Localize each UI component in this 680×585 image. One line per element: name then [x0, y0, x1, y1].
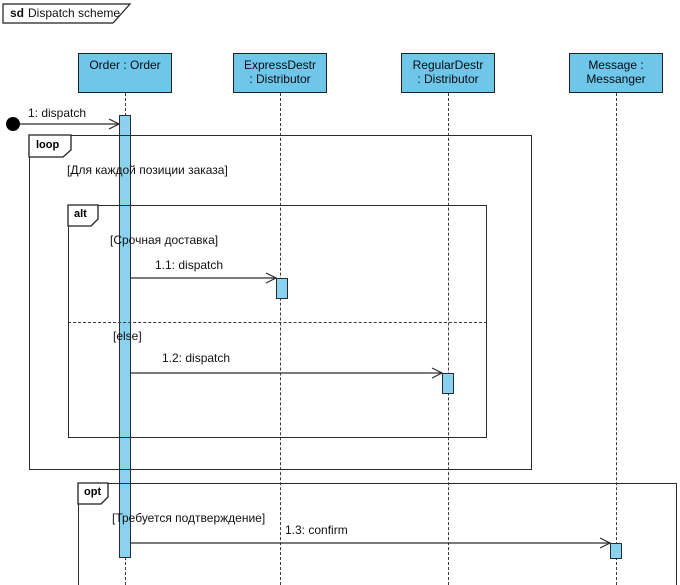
lifeline-header-message[interactable]: Message : Messanger — [569, 53, 663, 93]
lifeline-regulardestr[interactable] — [448, 93, 449, 585]
lifeline-header-label: Order : Order — [89, 58, 161, 72]
lifeline-header-regulardestr[interactable]: RegularDestr : Distributor — [401, 53, 495, 93]
alt-guard-else-label: [else] — [113, 329, 142, 343]
activation-expressdestr[interactable] — [276, 278, 288, 299]
fragment-opt[interactable] — [78, 483, 677, 585]
found-message-endpoint-icon — [6, 117, 20, 131]
loop-operator-label: loop — [36, 139, 60, 151]
activation-order[interactable] — [119, 115, 131, 558]
message-1-arrow[interactable] — [20, 118, 121, 130]
lifeline-header-label2: Messanger — [586, 72, 646, 86]
message-1-3-label: 1.3: confirm — [285, 523, 348, 537]
message-1-1-label: 1.1: dispatch — [155, 258, 224, 272]
lifeline-header-order[interactable]: Order : Order — [78, 53, 172, 93]
alt-else-divider — [68, 322, 487, 323]
lifeline-header-label: ExpressDestr — [243, 58, 317, 72]
diagram-title-keyword: sd — [10, 6, 25, 20]
lifeline-header-label: RegularDestr — [412, 58, 484, 72]
opt-operator-label: opt — [84, 486, 102, 498]
message-1-2-label: 1.2: dispatch — [162, 351, 231, 365]
fragment-loop[interactable] — [29, 135, 532, 470]
activation-message[interactable] — [610, 543, 622, 559]
lifeline-expressdestr[interactable] — [280, 93, 281, 585]
lifeline-header-label: Message : — [588, 58, 644, 72]
fragment-alt[interactable] — [68, 205, 487, 438]
lifeline-header-expressdestr[interactable]: ExpressDestr : Distributor — [233, 53, 327, 93]
lifeline-header-label2: : Distributor — [249, 72, 311, 86]
lifeline-message[interactable] — [616, 93, 617, 585]
alt-operator-label: alt — [74, 208, 87, 220]
activation-regulardestr[interactable] — [442, 373, 454, 394]
loop-guard-label: [Для каждой позиции заказа] — [67, 163, 228, 177]
message-1-label: 1: dispatch — [28, 106, 87, 120]
lifeline-header-label2: : Distributor — [417, 72, 479, 86]
diagram-title-name: Dispatch scheme — [28, 6, 121, 20]
opt-guard-label: [Требуется подтверждение] — [112, 511, 266, 525]
alt-guard-urgent-label: [Срочная доставка] — [110, 233, 219, 247]
